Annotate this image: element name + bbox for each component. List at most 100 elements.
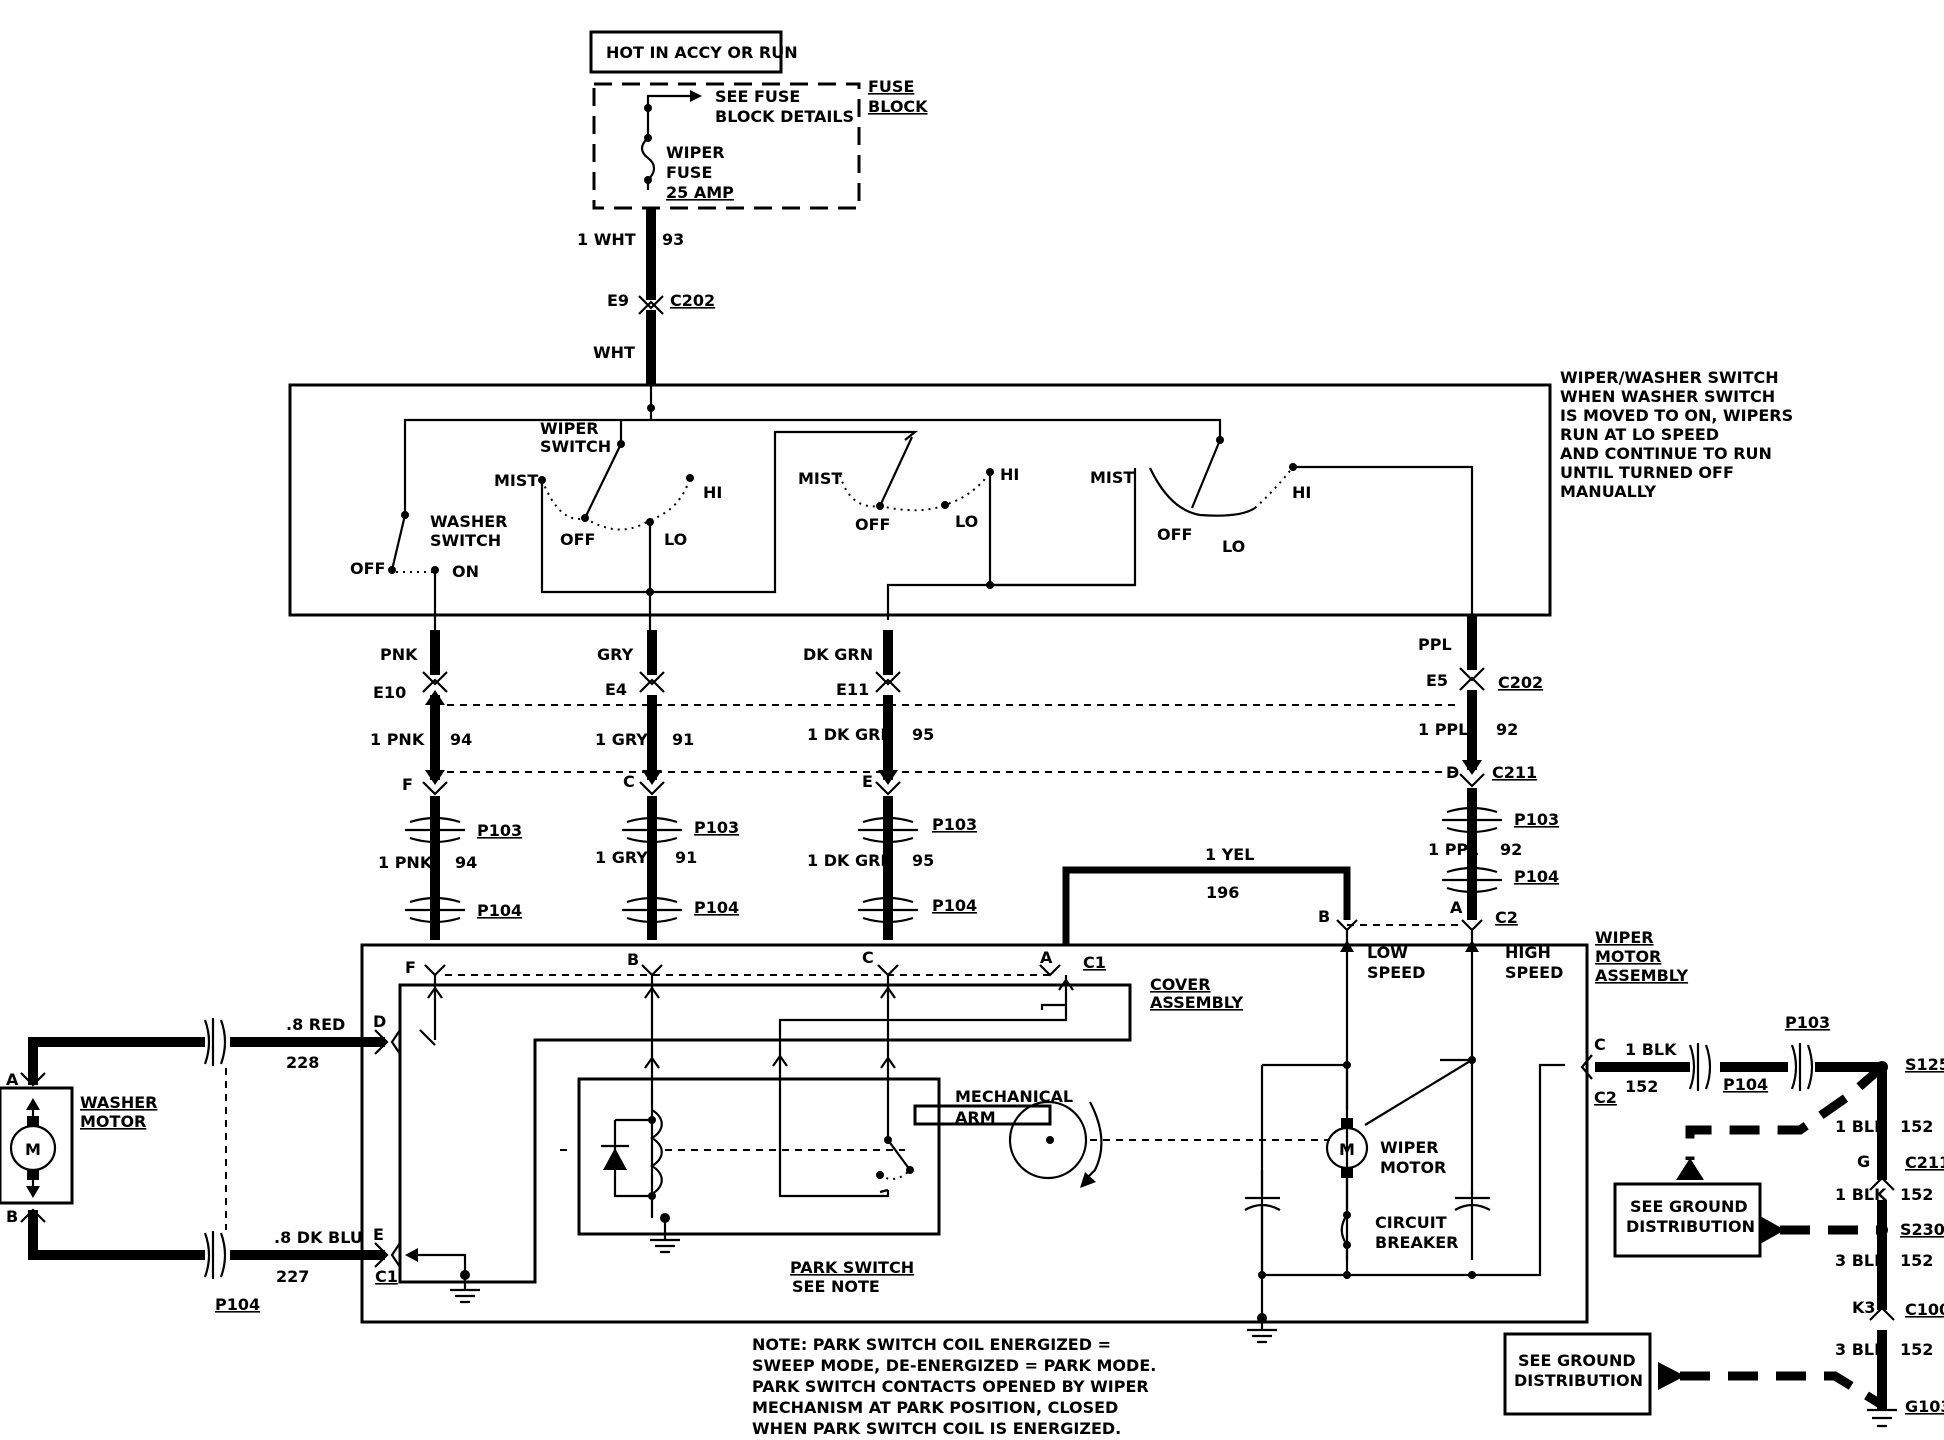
ground-p104: P104 (1723, 1075, 1768, 1094)
node (1257, 1313, 1267, 1323)
feed-connector-label: C202 (670, 291, 715, 310)
off-contact-2 (876, 502, 884, 510)
washer-conns (20, 1029, 389, 1268)
pin-c-label: C (623, 772, 635, 791)
feed-circuit-label: 93 (662, 230, 684, 249)
dkgrn-circuit-label-2: 95 (912, 851, 934, 870)
washer-pin-b: B (6, 1207, 18, 1226)
feed-wire-label: 1 WHT (577, 230, 636, 249)
washer-red-wire-label: .8 RED (286, 1015, 345, 1034)
c1-label: C1 (1083, 953, 1106, 972)
capacitor-left (1244, 1170, 1281, 1275)
cam-rotation-arrow (1084, 1101, 1103, 1181)
ppl-wire-label: 1 PPL (1418, 720, 1468, 739)
fuse-arrow-head (690, 90, 702, 102)
park-contact (906, 1166, 914, 1174)
ground-dash-3 (1680, 1371, 1885, 1409)
p104-label: P104 (1514, 867, 1559, 886)
left-ground (410, 1253, 480, 1304)
cam-arrow-head (1080, 1172, 1096, 1188)
ground-c2: C2 (1594, 1088, 1617, 1107)
pnk-conn (422, 671, 448, 693)
pin-a: A (1040, 948, 1053, 967)
ground-blk-label-3: 1 BLK (1835, 1185, 1887, 1204)
dkgrn-conn (875, 671, 901, 693)
ground-arrow (405, 1248, 418, 1262)
low-arrow (1340, 940, 1354, 952)
switch-title-line: UNTIL TURNED OFF (1560, 463, 1734, 482)
washer-on-label: ON (452, 562, 479, 581)
dkgrn-arrow-down (878, 770, 898, 785)
washer-blu-wire-label: .8 DK BLU (274, 1228, 363, 1247)
lo-contact-2 (941, 501, 949, 509)
hi-label-2: HI (1000, 465, 1019, 484)
gry-wire-label-2: 1 GRY (595, 848, 648, 867)
feed-color-label: WHT (593, 343, 635, 362)
breaker-contact (1343, 1211, 1351, 1219)
ground-inline (1688, 1043, 1814, 1091)
g103-ground (1867, 1408, 1897, 1428)
ppl-label: PPL (1418, 635, 1452, 654)
p104-label: P104 (694, 898, 739, 917)
high-arrow (1465, 940, 1479, 952)
node (1468, 1271, 1476, 1279)
hi-contact-1 (686, 474, 694, 482)
motor-assembly-title-3: ASSEMBLY (1595, 966, 1688, 985)
p103-label: P103 (477, 821, 522, 840)
washer-off-contact (388, 566, 396, 574)
fuse-details-arrow (646, 94, 692, 108)
p104-label: P104 (477, 901, 522, 920)
washer-switch-label-2: SWITCH (430, 531, 501, 550)
note-line: WHEN PARK SWITCH COIL IS ENERGIZED. (752, 1419, 1121, 1438)
pin-f: F (405, 958, 416, 977)
gry-arrow-down (642, 770, 662, 785)
c202-label: C202 (1498, 673, 1543, 692)
ground-blk-circuit-5: 152 (1900, 1340, 1933, 1359)
pnk-circuit-label-2: 94 (455, 853, 477, 872)
fuse-block-label: FUSE (868, 77, 914, 96)
wiper-switch-blade-1 (584, 443, 622, 519)
switch-title-line: WIPER/WASHER SWITCH (1560, 368, 1779, 387)
dkgrn-conn-2 (875, 781, 901, 796)
washer-motor-label: WASHER (80, 1093, 157, 1112)
node (1468, 1056, 1476, 1064)
fuse-block-label-2: BLOCK (868, 97, 928, 116)
washer-blu-circuit-label: 227 (276, 1267, 309, 1286)
bus-node (647, 404, 655, 412)
fuse-node-mid (644, 134, 652, 142)
mist-label-1: MIST (494, 471, 538, 490)
see-ground-box-1 (1613, 1182, 1762, 1258)
switch-bus (403, 385, 1222, 515)
mech-arm-label: MECHANICAL (955, 1087, 1073, 1106)
feed-connector-2 (638, 300, 664, 315)
breaker-contact (1343, 1241, 1351, 1249)
capacitor-right (1454, 1190, 1491, 1211)
high-speed-label: HIGH (1505, 943, 1551, 962)
ground-blk-circuit-2: 152 (1900, 1117, 1933, 1136)
washer-red-wire (28, 1037, 385, 1085)
motor-assembly-title: WIPER (1595, 928, 1654, 947)
feed-connector (638, 295, 664, 310)
wiper-motor-assembly-box (360, 943, 1589, 1324)
park-contact (884, 1136, 892, 1144)
washer-p104: P104 (215, 1295, 260, 1314)
ground-conn-c (1580, 1054, 1593, 1080)
washer-off-label: OFF (350, 559, 385, 578)
cover-label: COVER (1150, 975, 1211, 994)
hi-label-3: HI (1292, 483, 1311, 502)
see-ground-label-2: DISTRIBUTION (1626, 1217, 1755, 1236)
washer-arrow-up (26, 1098, 40, 1110)
washer-brush-bottom (27, 1170, 39, 1180)
e5-label: E5 (1426, 671, 1448, 690)
motor-assembly-title-2: MOTOR (1595, 947, 1661, 966)
lo-label-2: LO (955, 512, 978, 531)
hi-label-1: HI (703, 483, 722, 502)
gry-wire-label: 1 GRY (595, 730, 648, 749)
motor-ground (1247, 1275, 1277, 1344)
pnk-conn-2 (422, 781, 448, 796)
ground-blk-label: 1 BLK (1625, 1040, 1677, 1059)
pnk-label: PNK (380, 645, 418, 664)
diode (603, 1148, 627, 1170)
c211-label: C211 (1492, 763, 1537, 782)
